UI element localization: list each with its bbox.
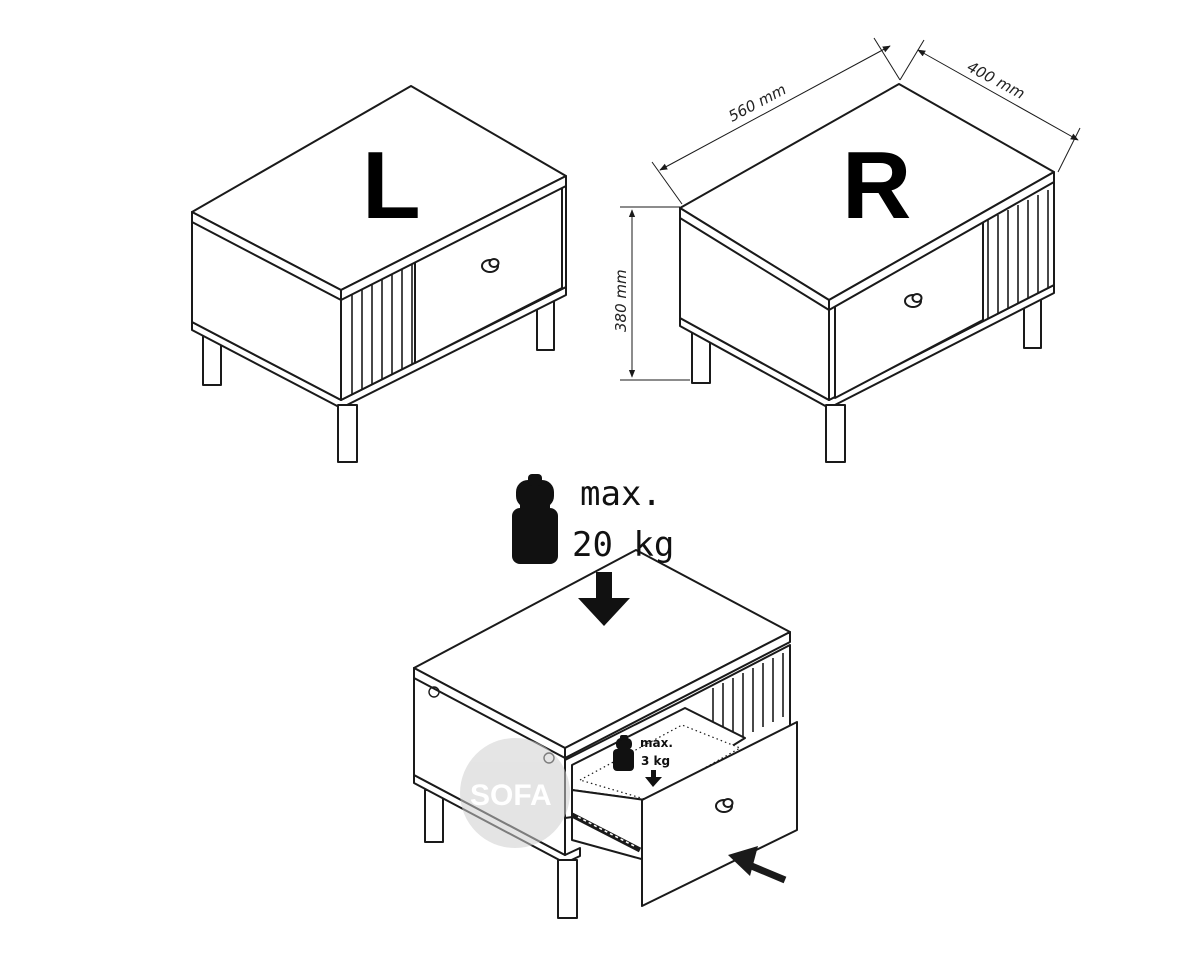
height-label: 380 mm <box>612 269 630 332</box>
table-left-variant: L <box>191 85 567 463</box>
slat-panel <box>987 190 1049 318</box>
variant-label-right: R <box>842 132 911 239</box>
width-label: 560 mm <box>725 80 789 125</box>
drawer-bottom-texture <box>578 724 742 801</box>
top-edge-front <box>828 171 1055 311</box>
down-arrow-icon <box>578 572 630 626</box>
weight-icon-small <box>613 735 634 771</box>
knob <box>481 258 500 273</box>
watermark-text: SOFA <box>470 779 552 812</box>
depth-label: 400 mm <box>964 58 1028 103</box>
drawer-load-line2: 3 kg <box>641 754 670 768</box>
top-edge-front <box>340 175 567 301</box>
screw-hole <box>428 686 440 698</box>
top-load-line2: 20 kg <box>572 525 674 565</box>
dimension-height: 380 mm <box>612 206 690 381</box>
leg-front <box>557 859 578 919</box>
top-edge-front <box>564 631 791 759</box>
drawer-front <box>641 721 798 907</box>
down-arrow-small-icon <box>645 770 662 787</box>
variant-label-left: L <box>362 132 421 239</box>
top-load-line1: max. <box>580 474 662 514</box>
leg-front <box>825 404 846 463</box>
knob <box>904 293 923 308</box>
slat-panel <box>351 255 413 395</box>
drawer-slide-rail <box>570 812 642 853</box>
drawer-knob <box>715 798 734 813</box>
table-right-variant: R <box>679 83 1055 463</box>
push-arrow-icon <box>728 846 787 884</box>
weight-icon <box>512 474 558 564</box>
leg-front-left <box>337 404 358 463</box>
drawer-load-line1: max. <box>640 736 673 750</box>
watermark-logo: SOFA <box>460 738 570 848</box>
